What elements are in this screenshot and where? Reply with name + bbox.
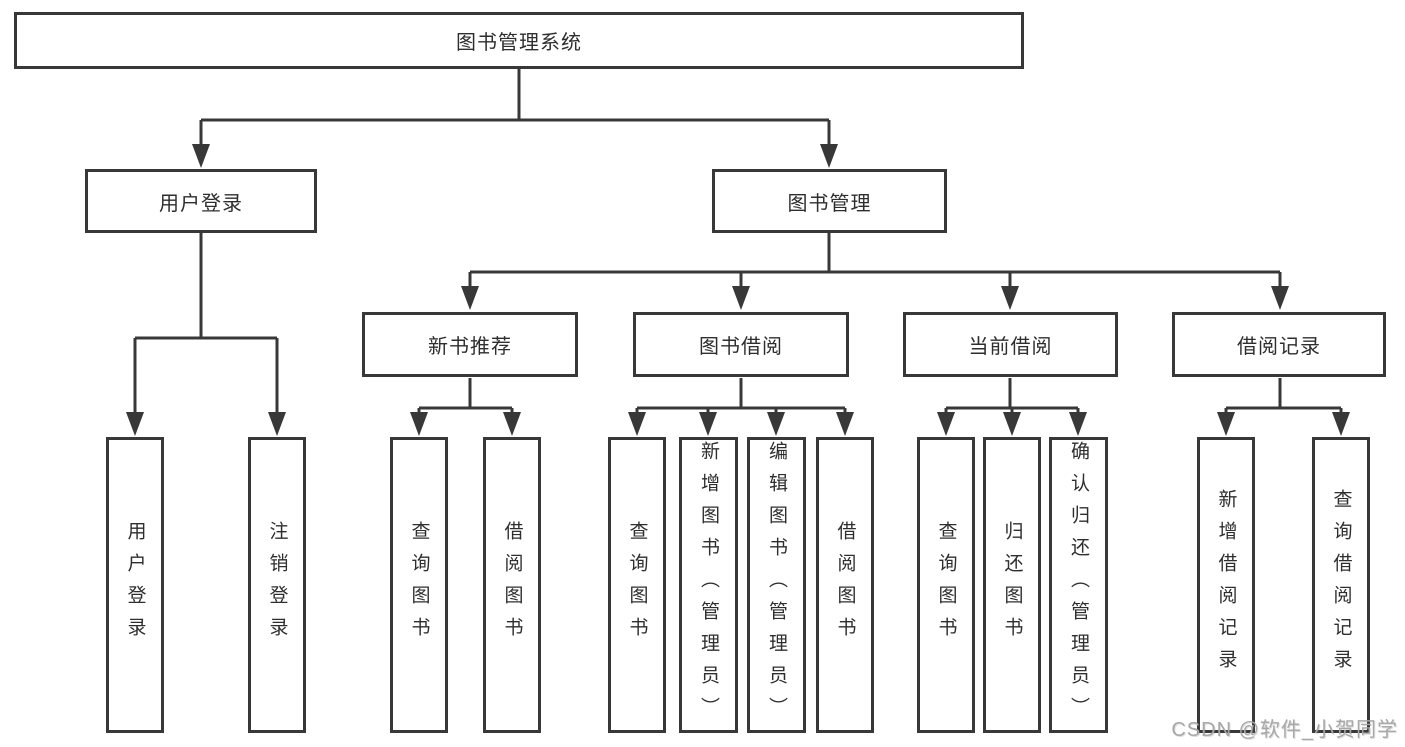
node-new-book-recommendation: 新书推荐 [362,312,578,377]
node-user-login: 用户登录 [85,169,317,233]
leaf-query-borrow-record: 查询借阅记录 [1312,437,1370,733]
leaf-borrow-books-recommend: 借阅图书 [483,437,541,733]
leaf-edit-book-admin: 编辑图书（管理员） [747,437,806,733]
leaf-query-books-borrowing: 查询图书 [608,437,666,733]
leaf-query-books-recommend: 查询图书 [390,437,448,733]
leaf-logout: 注销登录 [248,437,306,733]
node-borrowing-records: 借阅记录 [1172,312,1386,377]
leaf-confirm-return-admin: 确认归还（管理员） [1049,437,1108,733]
leaf-user-login: 用户登录 [106,437,164,733]
node-book-borrowing: 图书借阅 [633,312,849,377]
leaf-add-borrow-record: 新增借阅记录 [1197,437,1255,733]
leaf-return-books: 归还图书 [983,437,1041,733]
node-current-borrowing: 当前借阅 [903,312,1118,377]
leaf-query-books-current: 查询图书 [917,437,975,733]
leaf-borrow-books-borrowing: 借阅图书 [816,437,874,733]
leaf-add-book-admin: 新增图书（管理员） [679,437,738,733]
node-book-management: 图书管理 [712,169,947,233]
watermark: CSDN @软件_小贺同学 [1171,719,1398,741]
node-library-system: 图书管理系统 [14,12,1024,69]
